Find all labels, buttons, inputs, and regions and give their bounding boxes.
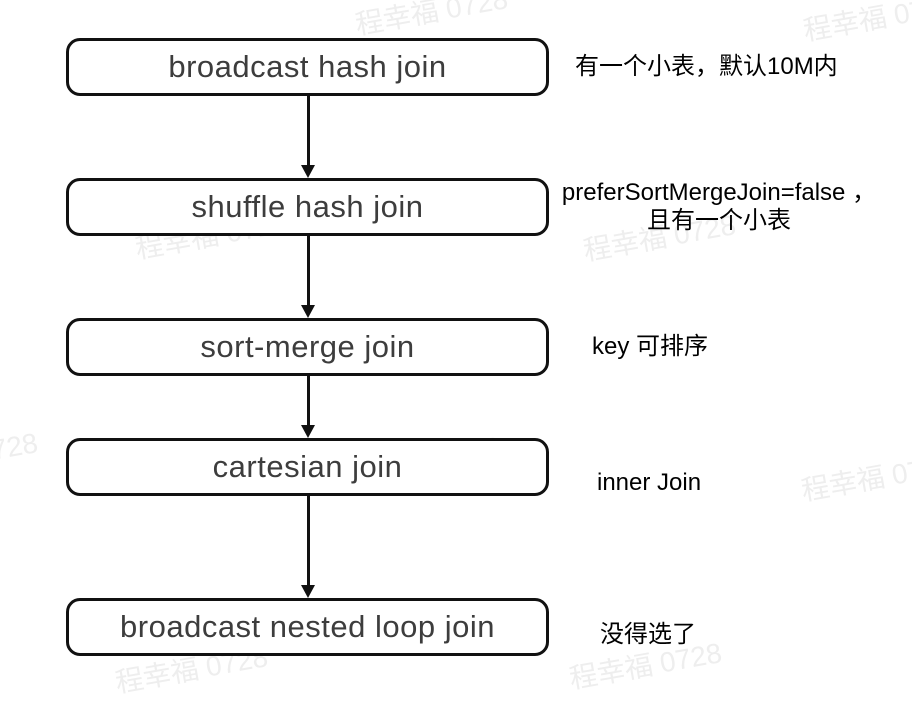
annotation-line: preferSortMergeJoin=false ，	[561, 179, 877, 206]
node-label: sort-merge join	[200, 329, 415, 364]
flow-node-broadcast-hash-join: broadcast hash join	[66, 38, 549, 96]
watermark: 程幸福 0728	[0, 427, 41, 484]
annotation-broadcast-hash-join: 有一个小表，默认10M内	[575, 53, 838, 81]
arrow-3	[300, 376, 316, 438]
arrow-shaft	[306, 96, 310, 167]
node-label: cartesian join	[212, 449, 403, 484]
annotation-line: inner Join	[597, 469, 702, 496]
watermark: 程幸福 0728	[353, 0, 511, 41]
node-label: shuffle hash join	[191, 189, 424, 224]
arrow-down-icon	[301, 305, 315, 318]
arrow-shaft	[306, 496, 310, 587]
annotation-line: 有一个小表，默认10M内	[575, 53, 838, 80]
flow-node-shuffle-hash-join: shuffle hash join	[66, 178, 549, 236]
node-label: broadcast nested loop join	[120, 609, 495, 644]
watermark: 程幸福 0728	[799, 449, 912, 507]
arrow-shaft	[306, 376, 310, 427]
arrow-2	[300, 236, 316, 318]
flow-node-sort-merge-join: sort-merge join	[66, 318, 549, 376]
annotation-sort-merge-join: key 可排序	[592, 333, 708, 361]
annotation-shuffle-hash-join: preferSortMergeJoin=false ， 且有一个小表	[560, 179, 878, 235]
arrow-4	[300, 496, 316, 598]
arrow-shaft	[306, 236, 310, 307]
arrow-down-icon	[301, 585, 315, 598]
watermark: 程幸福 0728	[801, 0, 912, 47]
node-label: broadcast hash join	[168, 49, 447, 84]
arrow-down-icon	[301, 165, 315, 178]
annotation-broadcast-nested-loop-join: 没得选了	[600, 621, 696, 649]
arrow-1	[300, 96, 316, 178]
flow-node-broadcast-nested-loop-join: broadcast nested loop join	[66, 598, 549, 656]
arrow-down-icon	[301, 425, 315, 438]
annotation-line: key 可排序	[592, 333, 709, 360]
flow-node-cartesian-join: cartesian join	[66, 438, 549, 496]
annotation-line: 没得选了	[600, 621, 696, 648]
annotation-line: 且有一个小表	[647, 207, 791, 234]
annotation-cartesian-join: inner Join	[597, 469, 701, 497]
